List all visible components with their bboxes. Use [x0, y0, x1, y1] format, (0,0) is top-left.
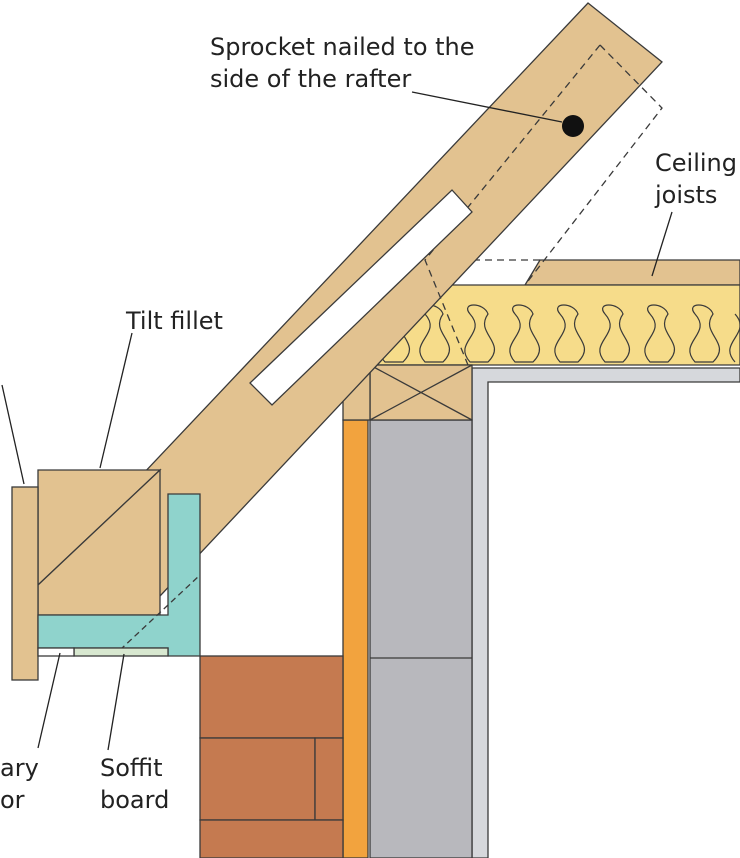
soffit-leader-line — [107, 653, 125, 751]
tilt-fillet-label: Tilt fillet — [125, 307, 223, 335]
left-cut-leader-line — [37, 652, 61, 749]
sprocket-label-line1: Sprocket nailed to the — [210, 33, 475, 61]
ventilation-gap — [249, 189, 473, 406]
brick — [314, 737, 344, 821]
soffit-label-line1: Soffit — [100, 754, 163, 782]
sprocket-label-line2: side of the rafter — [210, 65, 411, 93]
soffit-gap — [37, 647, 75, 657]
soffit-board — [73, 647, 169, 657]
nail-dot — [562, 115, 584, 137]
soffit-label-line2: board — [100, 786, 169, 814]
brick — [199, 819, 344, 858]
brick-outer-leaf — [199, 655, 344, 858]
brick — [199, 737, 316, 821]
wall-plate — [369, 364, 473, 421]
blockwork-inner-leaf — [369, 419, 473, 858]
brick — [199, 655, 344, 739]
ventilator-hidden-edge — [119, 574, 201, 651]
sprocket-hidden-edge — [424, 44, 601, 366]
ceiling-joists-label-line2: joists — [654, 181, 717, 209]
cavity-insulation-board — [342, 419, 369, 858]
cut-off-label-line1: ary — [0, 754, 39, 782]
ceiling-joists-label-line1: Ceiling — [655, 149, 737, 177]
tilt-fillet-leader-line — [99, 332, 133, 469]
cut-off-label-line2: or — [0, 786, 25, 814]
sprocket-hidden-edge — [524, 44, 663, 286]
internal-wall-lining — [471, 367, 740, 858]
sprocket-leader-line — [411, 91, 563, 123]
ceiling-joist — [523, 259, 740, 286]
fascia-leader-line — [1, 384, 25, 485]
ceiling-joists-leader-line — [651, 211, 673, 277]
fascia-board — [11, 486, 39, 681]
